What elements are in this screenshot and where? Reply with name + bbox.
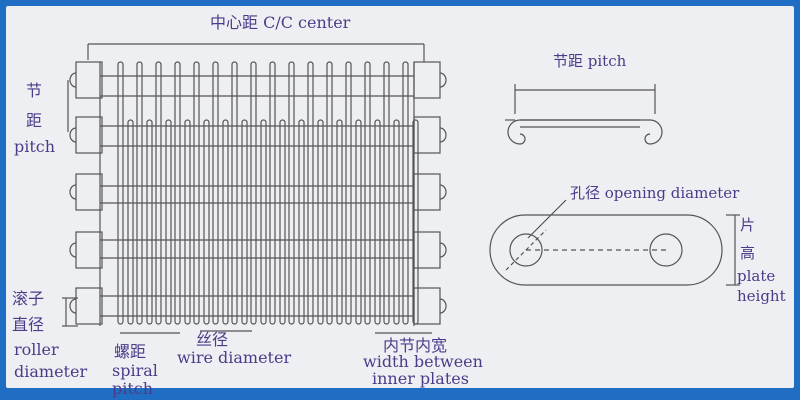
spiral-wire xyxy=(402,61,409,325)
side-plate-left xyxy=(75,287,103,325)
spiral-wire xyxy=(212,61,219,325)
side-plate-right xyxy=(413,61,441,99)
side-plate-left xyxy=(75,116,103,154)
plate-cn-2: 高 xyxy=(740,244,755,262)
spiral-wire xyxy=(250,61,257,325)
spiral-wire xyxy=(336,119,343,325)
spiral-wire xyxy=(146,119,153,325)
roller-left xyxy=(69,298,77,314)
roller-cn-2: 直径 xyxy=(12,315,44,334)
spiral-wire xyxy=(355,119,362,325)
side-plate-left xyxy=(75,61,103,99)
spiral-wire xyxy=(155,61,162,325)
inner-en-1: width between xyxy=(363,352,483,371)
side-plate-left xyxy=(75,173,103,211)
roller-right xyxy=(439,72,447,88)
spiral-wire xyxy=(393,119,400,325)
wire-cn: 丝径 xyxy=(196,330,228,349)
spiral-wire xyxy=(326,61,333,325)
spiral-wire xyxy=(241,119,248,325)
spiral-wire xyxy=(184,119,191,325)
spiral-wire xyxy=(127,119,134,325)
spiral-en-2: pitch xyxy=(112,379,153,398)
spiral-wire xyxy=(174,61,181,325)
spiral-wire xyxy=(317,119,324,325)
spiral-wire xyxy=(298,119,305,325)
roller-left xyxy=(69,184,77,200)
roller-right xyxy=(439,242,447,258)
spiral-cn: 螺距 xyxy=(114,342,146,361)
spiral-wire xyxy=(307,61,314,325)
spiral-wire xyxy=(260,119,267,325)
spiral-wire xyxy=(364,61,371,325)
spiral-wire xyxy=(165,119,172,325)
spiral-wire xyxy=(193,61,200,325)
center-distance-label: 中心距 C/C center xyxy=(210,13,351,32)
spiral-wire xyxy=(117,61,124,325)
opening-diameter-label: 孔径 opening diameter xyxy=(570,184,740,202)
spiral-wire xyxy=(288,61,295,325)
pitch-detail-drawing xyxy=(505,84,663,145)
spiral-wire xyxy=(136,61,143,325)
inner-en-2: inner plates xyxy=(372,369,469,388)
pitch-en: pitch xyxy=(14,137,55,156)
spiral-en-1: spiral xyxy=(112,361,158,380)
roller-left xyxy=(69,242,77,258)
side-plate-left xyxy=(75,231,103,269)
spiral-wire xyxy=(279,119,286,325)
plate-en-1: plate xyxy=(737,267,775,285)
roller-right xyxy=(439,298,447,314)
wire-en: wire diameter xyxy=(177,348,291,367)
roller-en-2: diameter xyxy=(14,362,87,381)
inner-cn: 内节内宽 xyxy=(383,336,447,355)
roller-en-1: roller xyxy=(14,340,59,359)
plate-en-2: height xyxy=(737,287,786,305)
roller-right xyxy=(439,184,447,200)
spiral-wire xyxy=(222,119,229,325)
roller-left xyxy=(69,127,77,143)
spiral-wire xyxy=(374,119,381,325)
roller-left xyxy=(69,72,77,88)
opening-leader-line xyxy=(527,199,567,239)
roller-dimension xyxy=(62,297,78,327)
plate-cn-1: 片 xyxy=(740,216,755,234)
pitch-cn-2: 距 xyxy=(26,111,42,130)
spiral-wire xyxy=(231,61,238,325)
belt-drawing xyxy=(69,61,447,326)
pitch-detail-label: 节距 pitch xyxy=(553,52,627,70)
pitch-cn-1: 节 xyxy=(26,81,42,100)
spiral-wire xyxy=(383,61,390,325)
center-distance-dimension xyxy=(87,43,425,62)
roller-cn-1: 滚子 xyxy=(12,289,44,308)
spiral-wire xyxy=(269,61,276,325)
spiral-wire xyxy=(345,61,352,325)
spiral-wire xyxy=(203,119,210,325)
roller-right xyxy=(439,127,447,143)
plate-drawing xyxy=(489,214,740,286)
